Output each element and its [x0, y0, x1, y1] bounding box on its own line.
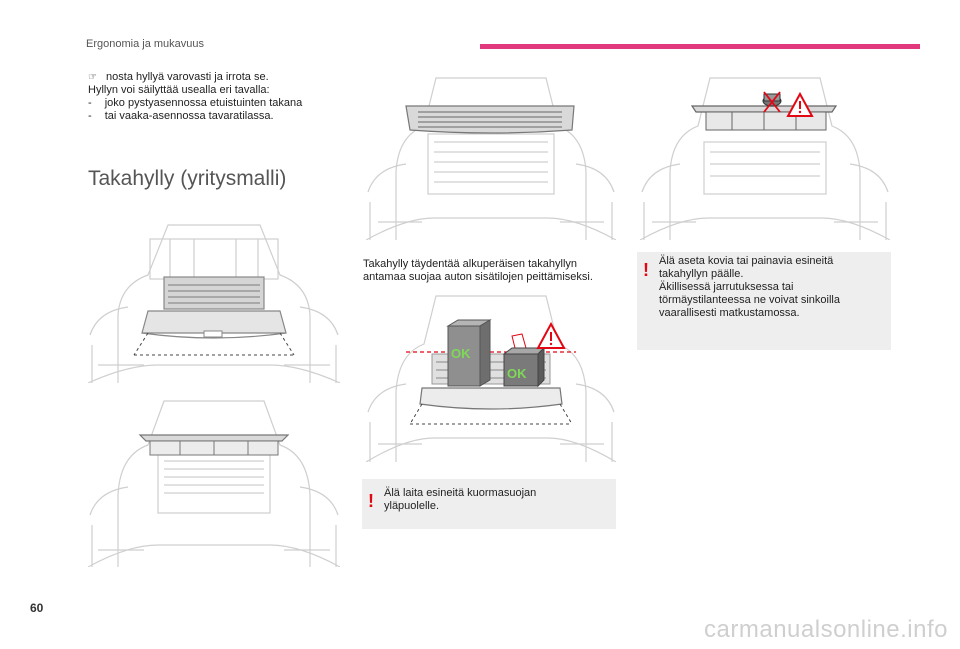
bullet-line: ☞ nosta hyllyä varovasti ja irrota se.: [88, 71, 348, 84]
finger-pointer-icon: ☞: [88, 72, 97, 83]
description-line: Takahylly täydentää alkuperäisen takahyl…: [363, 258, 578, 270]
warning-box: ! Älä aseta kovia tai painavia esineitä …: [637, 252, 891, 350]
intro-item: - joko pystyasennossa etuistuinten takan…: [88, 97, 348, 110]
bullet-text: nosta hyllyä varovasti ja irrota se.: [106, 71, 269, 83]
illustration-no-heavy-objects: [639, 72, 891, 241]
intro-text: ☞ nosta hyllyä varovasti ja irrota se. H…: [88, 71, 348, 123]
page-number: 60: [30, 601, 44, 615]
warning-line: törmäystilanteessa ne voivat sinkoilla: [659, 294, 840, 306]
ok-label: OK: [507, 366, 527, 381]
warning-line: yläpuolelle.: [384, 500, 440, 512]
ok-label: OK: [451, 346, 471, 361]
warning-line: Älä laita esineitä kuormasuojan: [384, 487, 537, 499]
warning-mark: !: [368, 491, 374, 511]
watermark: carmanualsonline.info: [704, 616, 948, 643]
warning-box: ! Älä laita esineitä kuormasuojan yläpuo…: [362, 479, 616, 529]
warning-line: vaarallisesti matkustamossa.: [659, 307, 800, 319]
warning-mark: !: [643, 260, 649, 280]
intro-item: - tai vaaka-asennossa tavaratilassa.: [88, 110, 348, 123]
section-title: Ergonomia ja mukavuus: [86, 38, 205, 50]
illustration-shelf-upright: [87, 215, 341, 384]
header-accent-bar: [480, 44, 920, 49]
item-text: joko pystyasennossa etuistuinten takana: [104, 97, 303, 109]
item-dash: -: [88, 110, 92, 122]
warning-line: takahyllyn päälle.: [659, 268, 744, 280]
warning-line: Älä aseta kovia tai painavia esineitä: [659, 255, 834, 267]
page-heading: Takahylly (yritysmalli): [88, 167, 287, 190]
warning-line: Äkillisessä jarrutuksessa tai: [659, 281, 794, 293]
illustration-ok-loading: OK OK: [365, 292, 617, 463]
intro-line: Hyllyn voi säilyttää usealla eri tavalla…: [88, 84, 270, 96]
warning-text: Älä aseta kovia tai painavia esineitä ta…: [659, 255, 885, 320]
description-line: antamaa suojaa auton sisätilojen peittäm…: [363, 271, 593, 283]
item-dash: -: [88, 97, 92, 109]
illustration-cover-installed: [365, 72, 617, 241]
description: Takahylly täydentää alkuperäisen takahyl…: [363, 258, 623, 284]
item-text: tai vaaka-asennossa tavaratilassa.: [104, 110, 274, 122]
illustration-shelf-horizontal: [87, 395, 341, 568]
warning-text: Älä laita esineitä kuormasuojan yläpuole…: [384, 487, 610, 513]
